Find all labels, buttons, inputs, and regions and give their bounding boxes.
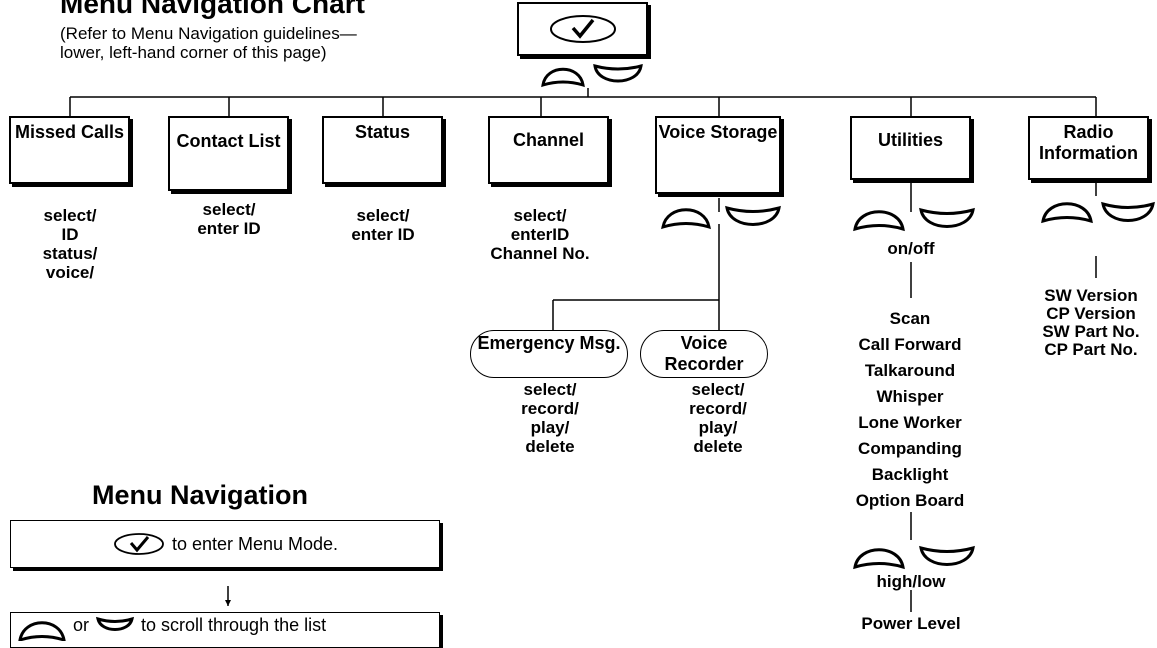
menu-voice-storage: Voice Storage — [655, 116, 781, 194]
up-scroll-button-icon — [661, 208, 711, 230]
contact-list-options: select/ enter ID — [197, 200, 261, 238]
power-level-option: Power Level — [861, 614, 961, 633]
submenu-emergency-msg: Emergency Msg. — [470, 330, 628, 378]
voice-recorder-options: select/ record/ play/ delete — [689, 380, 747, 456]
up-scroll-button-icon — [853, 548, 905, 570]
menu-button-box — [517, 2, 648, 56]
down-scroll-button-icon — [725, 205, 781, 226]
connector-lines — [69, 88, 1097, 612]
navigation-step-scroll: or to scroll through the list — [10, 612, 440, 648]
checkmark-button-icon — [114, 533, 164, 555]
down-scroll-button-icon — [919, 545, 975, 566]
navigation-step-enter-text: to enter Menu Mode. — [171, 533, 339, 554]
up-scroll-button-icon — [1041, 202, 1093, 224]
chart-title: Menu Navigation Chart — [60, 0, 365, 19]
menu-channel: Channel — [488, 116, 609, 184]
down-scroll-button-icon — [919, 207, 975, 228]
emergency-msg-options: select/ record/ play/ delete — [521, 380, 579, 456]
radio-information-options: SW Version CP Version SW Part No. CP Par… — [1042, 286, 1140, 359]
navigation-title: Menu Navigation — [92, 480, 309, 510]
utilities-toggle-label: on/off — [887, 239, 935, 258]
navigation-step-enter: to enter Menu Mode. — [10, 520, 440, 568]
menu-status: Status — [322, 116, 443, 184]
menu-contact-list: Contact List — [168, 116, 289, 191]
menu-missed-calls: Missed Calls — [9, 116, 130, 184]
checkmark-button-icon — [549, 15, 616, 43]
power-toggle-label: high/low — [876, 572, 946, 591]
up-scroll-button-icon — [541, 67, 585, 88]
down-scroll-button-icon — [96, 616, 135, 631]
utilities-options: Scan Call Forward Talkaround Whisper Lon… — [855, 309, 965, 510]
channel-options: select/ enterID Channel No. — [490, 206, 590, 263]
navigation-scroll-text: to scroll through the list — [141, 615, 327, 635]
missed-calls-options: select/ ID status/ voice/ — [42, 206, 98, 282]
up-scroll-button-icon — [853, 210, 905, 232]
chart-subtitle: (Refer to Menu Navigation guidelines— lo… — [60, 24, 357, 62]
down-scroll-button-icon — [593, 63, 643, 83]
menu-utilities: Utilities — [850, 116, 971, 180]
submenu-voice-recorder: Voice Recorder — [640, 330, 768, 378]
up-scroll-button-icon — [18, 621, 66, 641]
status-options: select/ enter ID — [351, 206, 415, 244]
menu-radio-information: Radio Information — [1028, 116, 1149, 180]
down-scroll-button-icon — [1101, 201, 1155, 222]
navigation-or-text: or — [73, 615, 90, 635]
